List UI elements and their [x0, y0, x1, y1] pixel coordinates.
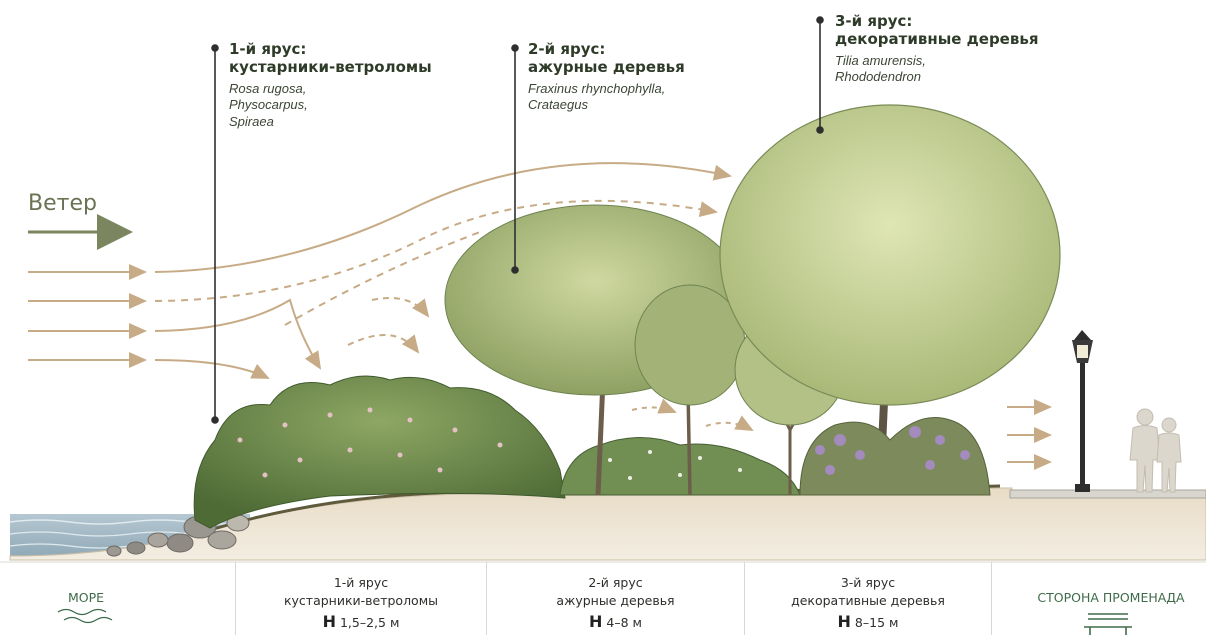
tier1-summary-height: H 1,5–2,5 м	[236, 610, 486, 633]
tier2-callout: 2-й ярус: ажурные деревья Fraxinus rhync…	[528, 40, 685, 114]
tier3-title: 3-й ярус: декоративные деревья	[835, 12, 1038, 48]
tier2-summary-tier: 2-й ярус	[487, 574, 744, 592]
tier3-height-value: 8–15 м	[855, 615, 899, 630]
sea-label: МОРЕ	[36, 590, 136, 605]
tier1-summary-name: кустарники-ветроломы	[236, 592, 486, 610]
tier3-summary-height: H 8–15 м	[745, 610, 991, 633]
height-symbol: H	[838, 612, 851, 631]
tier3-summary: 3-й ярус декоративные деревья H 8–15 м	[745, 574, 991, 633]
height-symbol: H	[323, 612, 336, 631]
tier2-species: Fraxinus rhynchophylla, Crataegus	[528, 81, 685, 114]
tier2-summary-height: H 4–8 м	[487, 610, 744, 633]
tier2-summary-name: ажурные деревья	[487, 592, 744, 610]
wave-icon	[58, 610, 112, 623]
bottom-divider	[991, 562, 992, 635]
tier3-callout: 3-й ярус: декоративные деревья Tilia amu…	[835, 12, 1038, 86]
tier2-height-value: 4–8 м	[606, 615, 642, 630]
tier1-summary-tier: 1-й ярус	[236, 574, 486, 592]
tier3-species: Tilia amurensis, Rhododendron	[835, 53, 1038, 86]
street-lamp-icon	[1072, 330, 1093, 492]
tier2-title: 2-й ярус: ажурные деревья	[528, 40, 685, 76]
tier3-summary-tier: 3-й ярус	[745, 574, 991, 592]
bench-icon	[1084, 614, 1132, 635]
tier1-height-value: 1,5–2,5 м	[340, 615, 399, 630]
ornamental-tree	[720, 105, 1060, 490]
promenade-label: СТОРОНА ПРОМЕНАДА	[1016, 590, 1206, 605]
tier1-callout: 1-й ярус: кустарники-ветроломы Rosa rugo…	[229, 40, 432, 130]
tier1-title: 1-й ярус: кустарники-ветроломы	[229, 40, 432, 76]
tier3-summary-name: декоративные деревья	[745, 592, 991, 610]
people-silhouette-icon	[1130, 409, 1181, 492]
tier1-summary: 1-й ярус кустарники-ветроломы H 1,5–2,5 …	[236, 574, 486, 633]
tier2-summary: 2-й ярус ажурные деревья H 4–8 м	[487, 574, 744, 633]
tier1-species: Rosa rugosa, Physocarpus, Spiraea	[229, 81, 432, 130]
wind-label: Ветер	[28, 191, 97, 216]
rhododendrons	[800, 418, 990, 496]
height-symbol: H	[589, 612, 602, 631]
